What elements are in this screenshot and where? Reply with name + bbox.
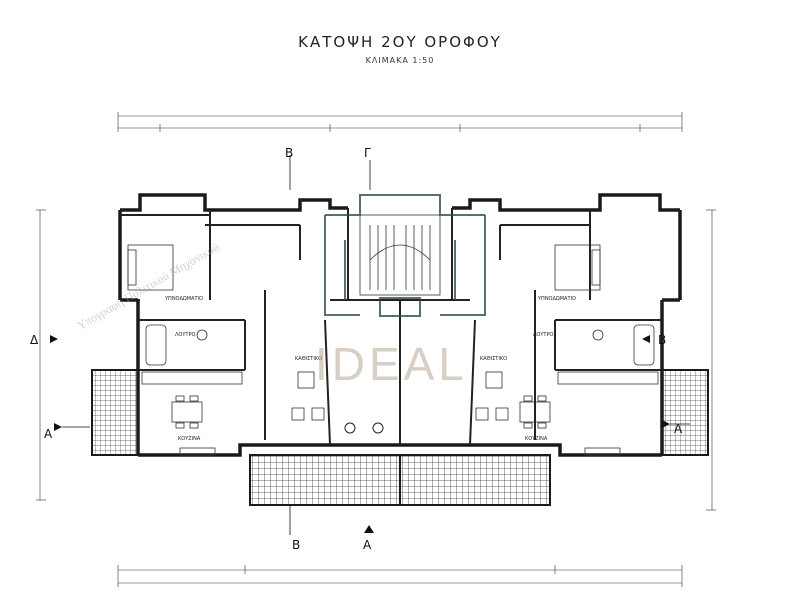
room-label-bedroom-right: ΥΠΝΟΔΩΜΑΤΙΟ <box>537 296 576 302</box>
right-side-balcony <box>661 369 709 456</box>
room-label-living-right: ΚΑΘΙΣΤΙΚΟ <box>480 356 507 362</box>
section-mark-right-lower: Α <box>674 422 683 436</box>
room-label-kitchen-right: ΚΟΥΖΙΝΑ <box>525 436 548 442</box>
section-arrows <box>50 335 670 533</box>
bathtub-right <box>592 324 655 366</box>
section-mark-bottom-center: Α <box>363 538 372 552</box>
section-lines <box>62 155 690 535</box>
staircase <box>359 214 441 296</box>
room-label-living-left: ΚΑΘΙΣΤΙΚΟ <box>295 356 322 362</box>
fireplaces <box>344 422 384 434</box>
watermark-brand: IDEAL <box>315 338 468 390</box>
bed-left <box>127 244 174 291</box>
section-mark-right-upper: Β <box>658 333 666 347</box>
plan-scale: ΚΛΙΜΑΚΑ 1:50 <box>365 56 435 65</box>
side-dimension-lines <box>36 209 716 511</box>
bathtub-left <box>145 324 208 366</box>
room-label-bedroom-left: ΥΠΝΟΔΩΜΑΤΙΟ <box>164 296 203 302</box>
section-mark-bottom-left: Β <box>292 538 300 552</box>
plan-title: ΚΑΤΟΨΗ 2ΟΥ ΟΡΟΦΟΥ <box>298 33 502 51</box>
room-label-kitchen-left: ΚΟΥΖΙΝΑ <box>178 436 201 442</box>
living-furniture-left <box>291 371 325 421</box>
left-side-balcony <box>91 369 139 456</box>
section-mark-top-center: Γ <box>364 146 371 160</box>
bottom-dimension-lines <box>117 565 683 587</box>
front-balcony <box>249 454 551 506</box>
dining-table-left <box>171 395 203 429</box>
kitchen-counter-left <box>141 371 243 456</box>
section-mark-top-left: Β <box>285 146 293 160</box>
living-furniture-right <box>475 371 509 421</box>
dining-table-right <box>519 395 551 429</box>
bed-right <box>554 244 601 291</box>
top-dimension-lines <box>117 112 683 132</box>
section-mark-left-lower: Α <box>44 427 53 441</box>
interior-walls <box>120 208 662 446</box>
kitchen-counter-right <box>557 371 659 456</box>
room-label-bath-left: ΛΟΥΤΡΟ <box>175 332 195 338</box>
watermark-signature-text: Υπογραφή Πολιτικού Μηχανικού <box>75 240 222 333</box>
section-mark-left-upper: Δ <box>30 333 39 347</box>
stair-overlay-outline <box>324 194 486 317</box>
room-label-bath-right: ΛΟΥΤΡΟ <box>533 332 553 338</box>
